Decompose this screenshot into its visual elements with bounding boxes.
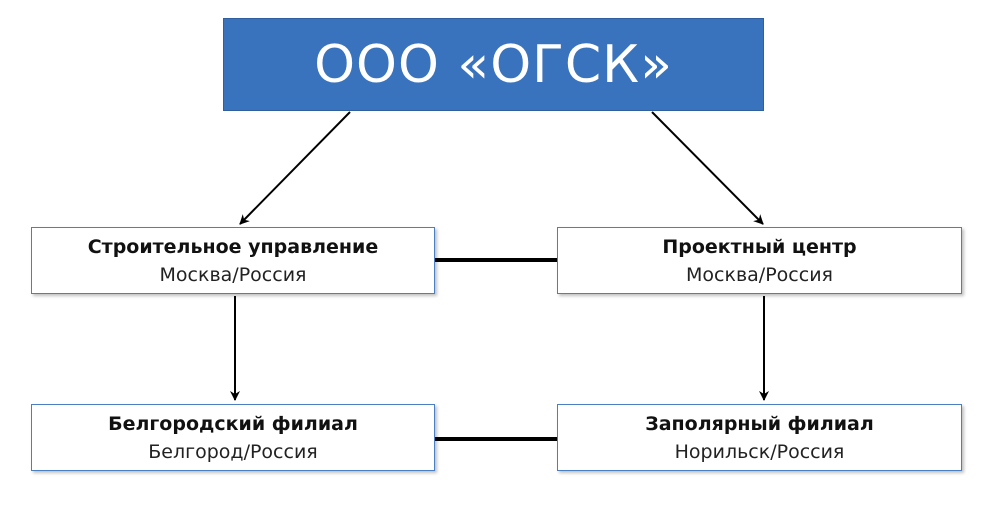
node-construction-department: Строительное управление Москва/Россия [31, 227, 435, 294]
node-location: Москва/Россия [159, 263, 307, 286]
root-title: ООО «ОГСК» [314, 34, 673, 95]
node-belgorod-branch: Белгородский филиал Белгород/Россия [31, 404, 435, 471]
node-location: Москва/Россия [686, 263, 833, 286]
node-design-center: Проектный центр Москва/Россия [557, 227, 962, 294]
arrow-root-to-design-center [651, 111, 764, 225]
root-node: ООО «ОГСК» [223, 18, 764, 111]
node-location: Белгород/Россия [148, 440, 318, 463]
node-name: Заполярный филиал [645, 412, 874, 435]
node-location: Норильск/Россия [674, 440, 845, 463]
arrow-root-to-construction [239, 111, 351, 225]
node-polar-branch: Заполярный филиал Норильск/Россия [557, 404, 962, 471]
node-name: Белгородский филиал [108, 412, 358, 435]
node-name: Строительное управление [87, 235, 379, 258]
node-name: Проектный центр [662, 235, 857, 258]
